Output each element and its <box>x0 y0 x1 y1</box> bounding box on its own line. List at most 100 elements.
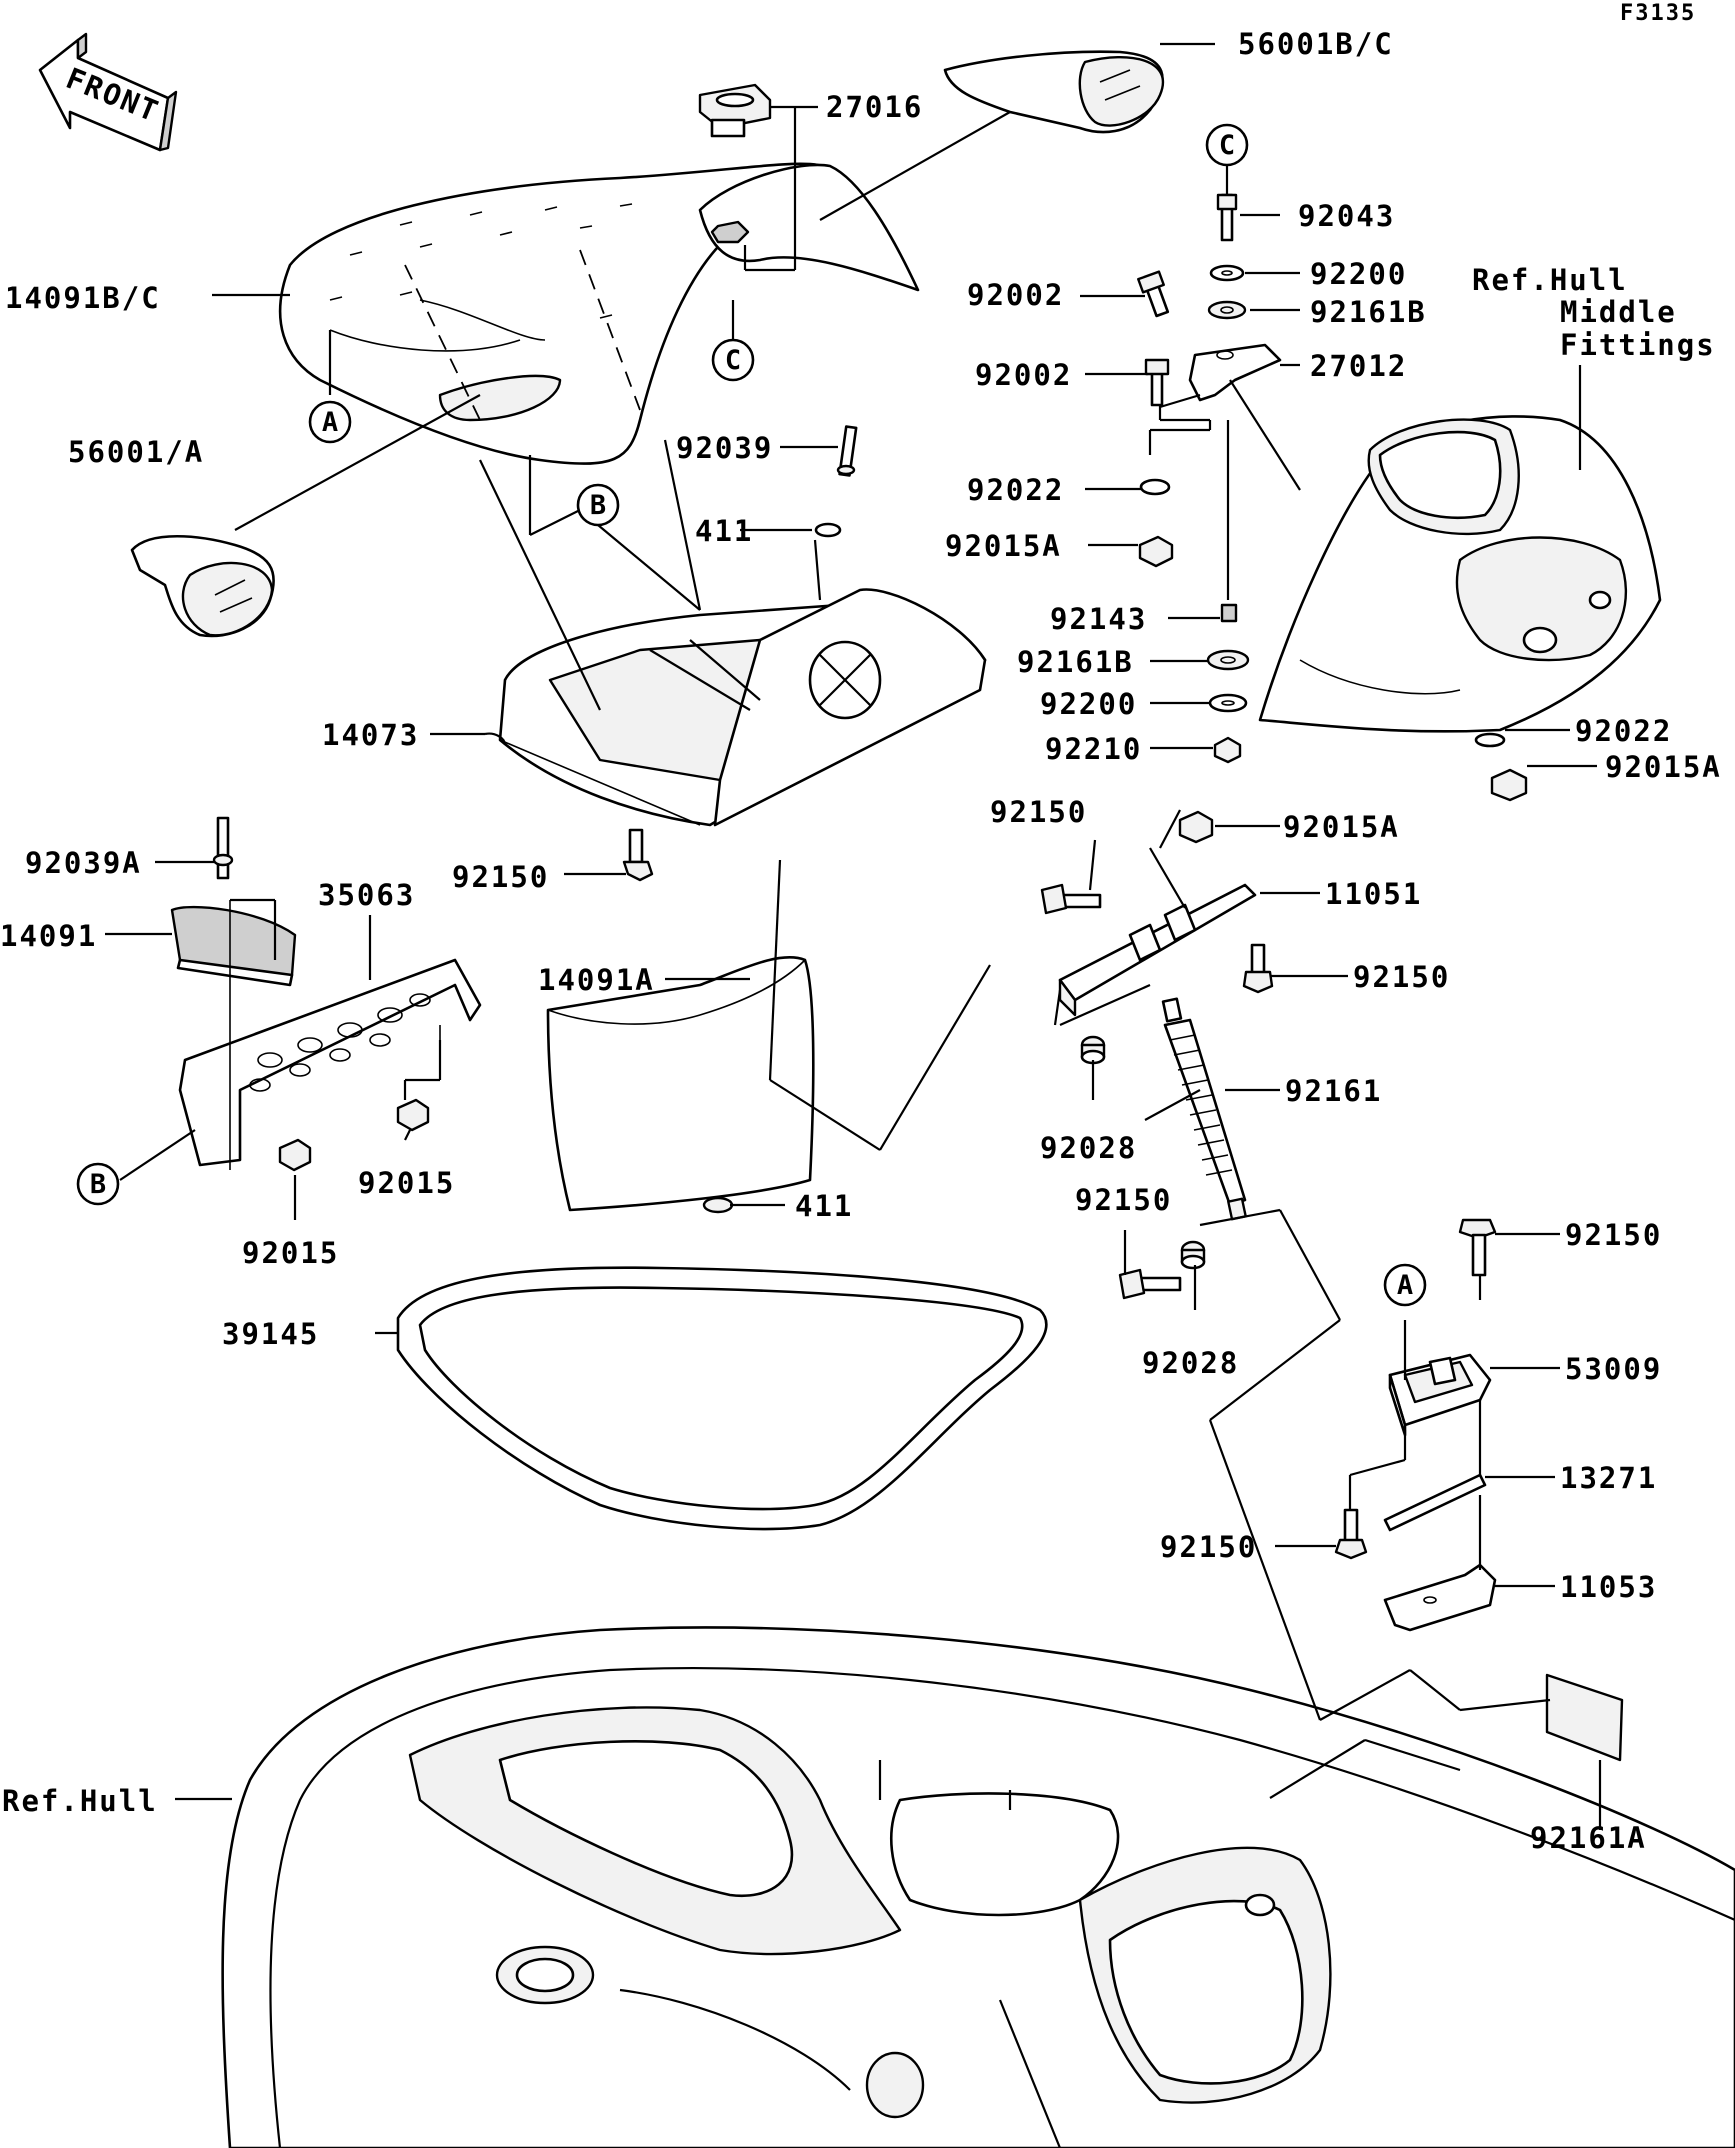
label-92015a-left: 92015A <box>945 529 1062 563</box>
hull-middle-fittings-part <box>1258 415 1662 733</box>
mirror-56001bc-part <box>943 50 1164 134</box>
label-92043: 92043 <box>1298 199 1395 233</box>
plate-35063-part <box>178 900 482 1170</box>
label-92028-bottom: 92028 <box>1142 1346 1239 1380</box>
label-ref-hull-middle-1: Ref.Hull <box>1472 263 1628 297</box>
callout-a-bottom: A <box>1383 1263 1427 1307</box>
label-92161a: 92161A <box>1530 1821 1647 1855</box>
label-92022-right: 92022 <box>1575 714 1672 748</box>
handle-14091-part <box>170 905 297 987</box>
pin-92039-part <box>814 425 858 538</box>
label-92028-top: 92028 <box>1040 1131 1137 1165</box>
gasket-39145-part <box>396 1266 1048 1531</box>
callout-b-bottom: B <box>76 1162 120 1206</box>
latch-53009-part <box>1388 1353 1492 1437</box>
nut-92015-bottom-part <box>278 1138 312 1172</box>
nut-92015a-left-part <box>1138 535 1174 568</box>
washer-92161b-mid-part <box>1206 649 1250 671</box>
nut-92015a-mid-part <box>1178 810 1214 844</box>
bolt-92150-a-part <box>1040 883 1102 915</box>
label-92002-top: 92002 <box>967 278 1064 312</box>
label-27016: 27016 <box>826 90 923 124</box>
washer-92200-mid-part <box>1208 693 1248 713</box>
top-cover-part <box>278 162 920 465</box>
label-14073: 14073 <box>322 718 419 752</box>
label-411-bottom: 411 <box>795 1189 853 1223</box>
label-92150-c: 92150 <box>1075 1183 1172 1217</box>
sticker-92161a-part <box>1545 1673 1624 1762</box>
svg-text:B: B <box>90 1169 106 1200</box>
label-92039: 92039 <box>676 431 773 465</box>
nut-92015a-right-part <box>1490 768 1528 802</box>
strap-13271-part <box>1383 1473 1487 1532</box>
svg-text:C: C <box>725 345 741 376</box>
cap-27016-part <box>698 83 772 244</box>
label-14091: 14091 <box>0 919 97 953</box>
label-13271: 13271 <box>1560 1461 1657 1495</box>
bushing-92028-bottom-part <box>1180 1240 1206 1270</box>
label-92150-e: 92150 <box>1160 1530 1257 1564</box>
label-92015a-right: 92015A <box>1605 750 1722 784</box>
label-11053: 11053 <box>1560 1570 1657 1604</box>
washer-92200-top-part <box>1209 264 1245 282</box>
label-411-top: 411 <box>695 514 753 548</box>
svg-text:B: B <box>590 490 606 521</box>
label-27012: 27012 <box>1310 349 1407 383</box>
bracket-11053-part <box>1383 1563 1497 1632</box>
svg-text:C: C <box>1219 130 1235 161</box>
label-92161b-top: 92161B <box>1310 295 1427 329</box>
label-92200-mid: 92200 <box>1040 687 1137 721</box>
svg-text:A: A <box>1397 1270 1413 1301</box>
damper-92161-part <box>1161 997 1247 1221</box>
label-92150-left: 92150 <box>452 860 549 894</box>
label-ref-hull: Ref.Hull <box>2 1784 158 1818</box>
figure-code: F3135 <box>1620 1 1696 26</box>
label-39145: 39145 <box>222 1317 319 1351</box>
callout-c-bottom: C <box>711 338 755 382</box>
label-35063: 35063 <box>318 878 415 912</box>
washer-92022-left-part <box>1139 478 1171 496</box>
bolt-92150-e-part <box>1334 1508 1368 1560</box>
label-92022-left: 92022 <box>967 473 1064 507</box>
hinge-11051-part <box>1058 883 1257 1017</box>
label-14091bc: 14091B/C <box>5 281 161 315</box>
bolt-92150-d-part <box>1458 1218 1497 1277</box>
storage-tray-14073-part <box>498 588 987 827</box>
label-92039a: 92039A <box>25 846 142 880</box>
label-92015a-mid: 92015A <box>1283 810 1400 844</box>
label-92015-right: 92015 <box>358 1166 455 1200</box>
bolt-92043-part <box>1216 193 1238 242</box>
callout-b-top: B <box>576 483 620 527</box>
bolt-92002-mid-part <box>1144 358 1170 407</box>
label-92150-a: 92150 <box>990 795 1087 829</box>
label-ref-hull-middle-2: Middle <box>1560 295 1677 329</box>
front-arrow-icon: FRONT <box>38 32 178 152</box>
label-92015-bottom: 92015 <box>242 1236 339 1270</box>
pin-92039a-part <box>212 816 234 880</box>
mirror-56001a-part <box>130 535 275 638</box>
label-92210: 92210 <box>1045 732 1142 766</box>
bolt-92150-c-part <box>1118 1268 1182 1300</box>
callout-c-top: C <box>1205 123 1249 167</box>
label-56001a: 56001/A <box>68 435 204 469</box>
label-56001bc: 56001B/C <box>1238 27 1394 61</box>
label-14091a: 14091A <box>538 963 655 997</box>
label-92161: 92161 <box>1285 1074 1382 1108</box>
svg-text:A: A <box>322 407 338 438</box>
bushing-92028-top-part <box>1080 1035 1106 1065</box>
spacer-92143-part <box>1220 603 1238 623</box>
nut-92015-right-part <box>396 1098 430 1132</box>
bolt-92150-b-part <box>1242 943 1274 994</box>
bolt-92150-left-part <box>622 828 654 882</box>
leader-lines <box>105 42 1602 1830</box>
callout-a-top: A <box>308 400 352 444</box>
label-92150-d: 92150 <box>1565 1218 1662 1252</box>
label-53009: 53009 <box>1565 1352 1662 1386</box>
label-11051: 11051 <box>1325 877 1422 911</box>
nut-92210-part <box>1213 736 1242 764</box>
washer-92022-right-part <box>1474 732 1506 748</box>
label-92002-mid: 92002 <box>975 358 1072 392</box>
hull-part <box>221 1626 1735 2148</box>
label-92161b-mid: 92161B <box>1017 645 1134 679</box>
